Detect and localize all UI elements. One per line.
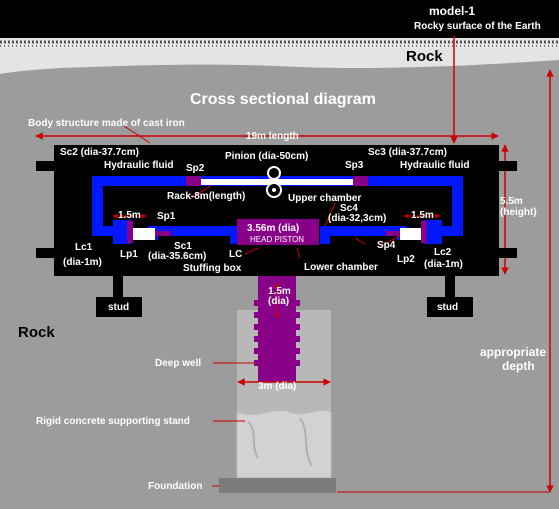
sp1-rod — [155, 231, 171, 236]
sp4-label: Sp4 — [377, 240, 396, 251]
hydraulic-fluid-left-label: Hydraulic fluid — [104, 160, 174, 171]
sc2-label: Sc2 (dia-37.7cm) — [60, 147, 139, 158]
upper-chamber-label: Upper chamber — [288, 193, 362, 204]
sc4-label: Sc4 — [340, 203, 358, 214]
sky — [0, 0, 559, 38]
shaft-dia-unit-label: (dia) — [268, 296, 290, 307]
body-structure-label: Body structure made of cast iron — [28, 118, 185, 129]
pinion-upper — [267, 166, 281, 180]
pinion-label: Pinion (dia-50cm) — [225, 151, 309, 162]
flange-br — [499, 248, 517, 258]
stuffing-box-label: Stuffing box — [183, 263, 242, 274]
lc1-dia-label: (dia-1m) — [63, 257, 102, 268]
height-unit-label: (height) — [500, 207, 537, 218]
hydraulic-fluid-right-label: Hydraulic fluid — [400, 160, 470, 171]
rack-label: Rack-8m(length) — [167, 191, 246, 202]
dim-right-label: 1.5m — [411, 210, 434, 221]
concrete-stand — [236, 409, 332, 479]
rack — [201, 179, 353, 185]
stud-right — [427, 297, 473, 317]
sc1-label: Sc1 — [174, 241, 192, 252]
sc1-dia-label: (dia-35.6cm) — [148, 251, 207, 262]
surface-band — [0, 38, 559, 74]
lc-label: LC — [229, 249, 243, 260]
depth-label: depth — [502, 359, 535, 373]
flange-tr — [499, 161, 517, 171]
dim-left-label: 1.5m — [118, 210, 141, 221]
rigid-stand-label: Rigid concrete supporting stand — [36, 416, 190, 427]
appropriate-label: appropriate — [480, 345, 547, 359]
flange-bl — [36, 248, 54, 258]
sp1-label: Sp1 — [157, 211, 176, 222]
head-piston-label: HEAD PISTON — [250, 235, 305, 244]
diagram-title: Cross sectional diagram — [190, 91, 376, 108]
stud-right-label: stud — [437, 302, 459, 313]
rod-teeth — [254, 300, 300, 366]
foundation-label: Foundation — [148, 481, 203, 492]
model-label: model-1 — [429, 4, 476, 18]
length-label: 19m length — [246, 131, 299, 142]
foundation — [219, 478, 336, 493]
well-dia-label: 3m (dia) — [258, 381, 297, 392]
lp2-label: Lp2 — [397, 254, 415, 265]
head-piston — [237, 219, 319, 245]
sp3-piston — [353, 176, 368, 186]
rock-left-label: Rock — [18, 324, 55, 341]
lp1-plate — [127, 221, 133, 243]
leader-lines — [189, 184, 401, 487]
deep-well-label: Deep well — [155, 358, 202, 369]
lp2-plate — [421, 221, 427, 243]
height-label: 5.5m — [500, 196, 523, 207]
head-piston-dia-label: 3.56m (dia) — [247, 223, 300, 234]
lc2-dia-label: (dia-1m) — [424, 259, 463, 270]
sp2-piston — [186, 176, 201, 186]
stud-post-left — [113, 276, 123, 298]
sp4-piston — [400, 228, 424, 240]
lp1-label: Lp1 — [120, 249, 138, 260]
lc2-label: Lc2 — [434, 247, 452, 258]
sc3-label: Sc3 (dia-37.7cm) — [368, 147, 447, 158]
sp3-label: Sp3 — [345, 160, 364, 171]
lc1-label: Lc1 — [75, 242, 93, 253]
sp1-piston — [131, 228, 155, 240]
stud-left — [96, 297, 142, 317]
stud-left-label: stud — [108, 302, 130, 313]
body-pointer-line — [123, 125, 151, 144]
concrete-texture — [247, 417, 313, 467]
lower-chamber-label: Lower chamber — [304, 262, 378, 273]
stud-post-right — [445, 276, 455, 298]
rocky-surface-label: Rocky surface of the Earth — [414, 21, 541, 32]
sp2-label: Sp2 — [186, 163, 205, 174]
shaft-dia-label: 1.5m — [268, 286, 291, 297]
sp4-rod — [386, 231, 400, 236]
flange-tl — [36, 161, 54, 171]
sc4-dia-label: (dia-32,3cm) — [328, 213, 387, 224]
rock-top-label: Rock — [406, 48, 443, 65]
pinion-hub — [272, 188, 276, 192]
